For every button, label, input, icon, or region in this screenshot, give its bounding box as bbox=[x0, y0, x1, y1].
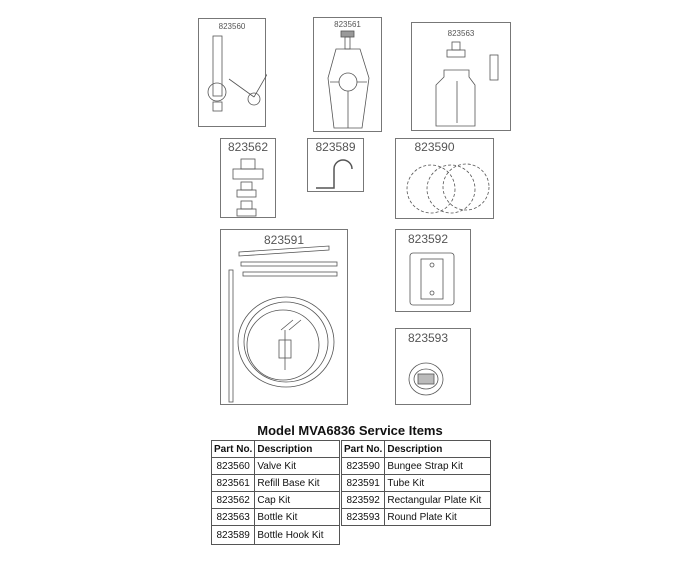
rectangular-plate-illustration bbox=[409, 252, 455, 306]
round-plate-illustration bbox=[408, 362, 444, 396]
service-items-title: Model MVA6836 Service Items bbox=[257, 423, 443, 438]
part-no-cell: 823561 bbox=[210, 474, 256, 492]
kit-823592-panel: 823592 bbox=[395, 229, 471, 312]
description-cell: Valve Kit bbox=[254, 457, 341, 475]
part-no-cell: 823563 bbox=[210, 508, 256, 526]
kit-label: 823563 bbox=[447, 29, 475, 38]
description-header: Description bbox=[384, 440, 492, 458]
description-cell: Refill Base Kit bbox=[254, 474, 341, 492]
part-no-cell: 823592 bbox=[340, 491, 386, 509]
kit-823560-panel: 823560 bbox=[198, 18, 267, 127]
kit-823561-panel: 823561 bbox=[313, 17, 382, 132]
kit-label: 823562 bbox=[227, 140, 269, 154]
part-no-cell: 823589 bbox=[210, 525, 256, 545]
kit-823563-panel: 823563 bbox=[411, 22, 511, 131]
description-cell: Round Plate Kit bbox=[384, 508, 492, 526]
kit-823593-panel: 823593 bbox=[395, 328, 471, 405]
description-cell: Bottle Kit bbox=[254, 508, 341, 526]
description-cell: Cap Kit bbox=[254, 491, 341, 509]
kit-823591-panel: 823591 bbox=[220, 229, 348, 405]
kit-823562-panel: 823562 bbox=[220, 138, 276, 218]
description-cell: Bottle Hook Kit bbox=[254, 525, 341, 545]
description-cell: Tube Kit bbox=[384, 474, 492, 492]
table-header-row: Part No. Description bbox=[340, 440, 492, 458]
part-no-cell: 823562 bbox=[210, 491, 256, 509]
kit-label: 823589 bbox=[315, 140, 356, 154]
description-header: Description bbox=[254, 440, 341, 458]
part-no-cell: 823560 bbox=[210, 457, 256, 475]
tube-illustration bbox=[228, 245, 338, 403]
table-header-row: Part No. Description bbox=[210, 440, 341, 458]
bottle-hook-illustration bbox=[316, 159, 353, 189]
kit-label: 823591 bbox=[263, 233, 305, 247]
refill-base-illustration bbox=[327, 30, 370, 129]
part-no-header: Part No. bbox=[210, 440, 256, 458]
part-no-header: Part No. bbox=[340, 440, 386, 458]
cap-illustration bbox=[232, 158, 264, 217]
kit-823589-panel: 823589 bbox=[307, 138, 364, 192]
kit-label: 823593 bbox=[407, 331, 449, 345]
part-no-cell: 823591 bbox=[340, 474, 386, 492]
bottle-illustration bbox=[435, 41, 499, 127]
description-cell: Bungee Strap Kit bbox=[384, 457, 492, 475]
kit-label: 823561 bbox=[334, 20, 361, 29]
kit-823590-panel: 823590 bbox=[395, 138, 494, 219]
part-no-cell: 823590 bbox=[340, 457, 386, 475]
description-cell: Rectangular Plate Kit bbox=[384, 491, 492, 509]
kit-label: 823560 bbox=[218, 22, 246, 31]
valve-illustration bbox=[207, 35, 267, 112]
kit-label: 823592 bbox=[407, 232, 449, 246]
kit-label: 823590 bbox=[414, 140, 455, 154]
bungee-strap-illustration bbox=[406, 163, 490, 214]
part-no-cell: 823593 bbox=[340, 508, 386, 526]
